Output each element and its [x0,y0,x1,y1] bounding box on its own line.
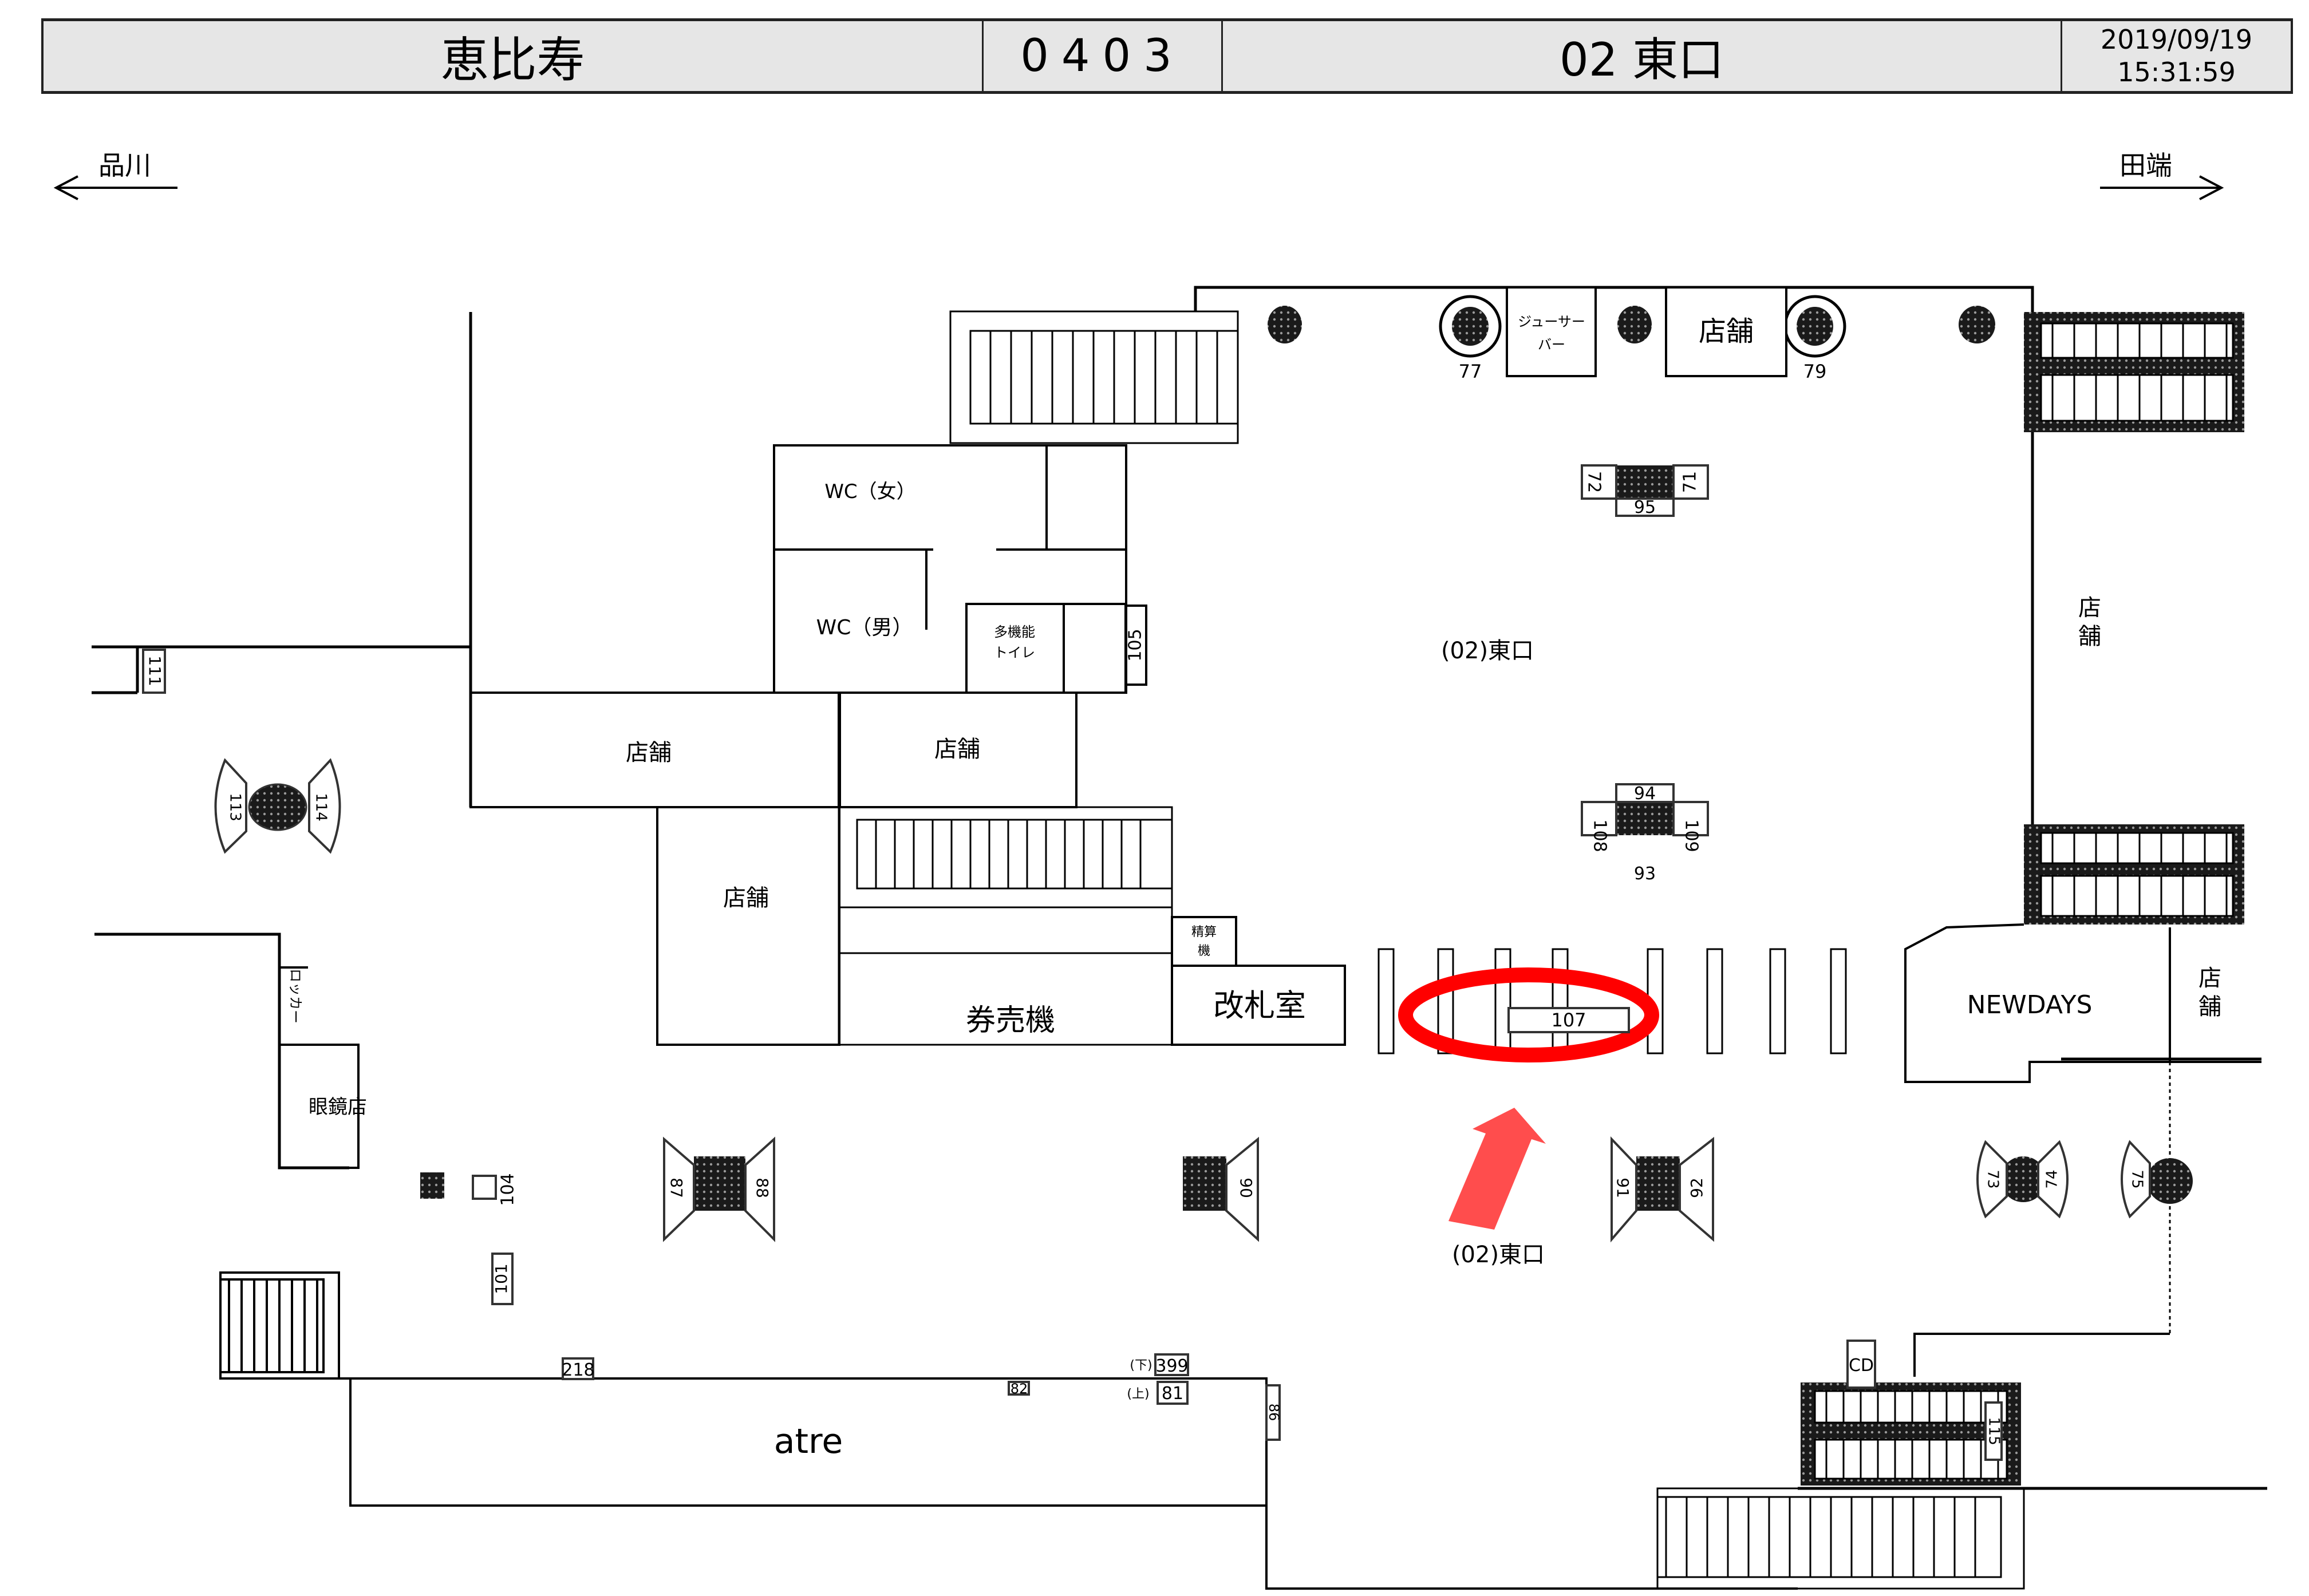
wc-female-label: WC（女） [824,480,915,503]
ad-104[interactable]: 104 [498,1173,518,1206]
direction-right-arrow-icon [2100,175,2224,200]
timestamp: 2019/09/19 15:31:59 [2062,21,2291,91]
ad-82[interactable]: 82 [1011,1381,1028,1397]
ticket-gate [1552,948,1569,1054]
date: 2019/09/19 [2100,23,2253,55]
ad-71[interactable]: 71 [1680,471,1700,493]
juice-bar-label-2: バー [1538,337,1565,353]
ad-74[interactable]: 74 [2044,1170,2061,1188]
newdays-label: NEWDAYS [1967,990,2093,1020]
pillars [248,295,2193,1204]
ad-72[interactable]: 72 [1584,471,1604,493]
atre-block [339,1377,1798,1590]
ticket-machines-label: 券売機 [966,1004,1055,1038]
ad-81[interactable]: 81 [1162,1384,1183,1404]
shop-left-3-label: 店舗 [723,885,769,911]
ad-88[interactable]: 88 [753,1178,772,1198]
ad-105[interactable]: 105 [1126,629,1146,661]
walls [92,286,2267,1490]
ad-75[interactable]: 75 [2129,1170,2146,1188]
shop-right-label-1: 店 [2078,595,2101,621]
ticket-gate [1494,948,1511,1054]
ticket-gate [1706,948,1723,1054]
shops-left [469,692,1077,1046]
lockers-label: ロッカー [287,969,303,1024]
fare-adjust-label-1: 精算 [1191,925,1217,939]
square-pillars [420,465,1680,1211]
direction-right-label: 田端 [2119,150,2172,181]
ad-111[interactable]: 111 [145,655,164,686]
ad-87[interactable]: 87 [667,1178,686,1198]
ticket-office-label: 改札室 [1213,987,1306,1024]
down-mark: (下) [1130,1358,1152,1373]
fare-adjust-label-2: 機 [1198,944,1210,958]
ad-113[interactable]: 113 [227,793,244,821]
ad-91[interactable]: 91 [1613,1178,1632,1198]
shop-far-right-label-1: 店 [2199,965,2221,991]
pointer-arrow-icon [1448,1108,1546,1230]
ad-95[interactable]: 95 [1634,497,1656,517]
exit-arrow-label: (02)東口 [1452,1242,1545,1268]
time: 15:31:59 [2117,57,2236,88]
stairs-upper [949,310,1239,444]
ticket-office-area [1171,916,1346,1046]
shop-right-label-2: 舗 [2078,623,2101,650]
multipurpose-toilet-label-1: 多機能 [994,624,1035,640]
cd-label: CD [1849,1356,1874,1376]
ticket-gate [1437,948,1454,1054]
direction-left-arrow-icon [53,175,177,200]
ad-73[interactable]: 73 [1984,1170,2002,1188]
multipurpose-toilet-label-2: トイレ [994,645,1035,661]
shop-left-1-label: 店舗 [626,740,672,766]
ad-86[interactable]: 86 [1266,1404,1282,1421]
wc-male-label: WC（男） [816,616,913,639]
ad-218[interactable]: 218 [562,1360,594,1380]
shop-left-2-label: 店舗 [934,736,980,763]
ad-90[interactable]: 90 [1237,1178,1256,1198]
ad-101[interactable]: 101 [492,1263,511,1294]
ad-frames [142,464,2151,1461]
newdays-store [1904,923,2261,1377]
ticket-gate [1377,948,1395,1054]
ad-77[interactable]: 77 [1459,361,1482,382]
kiosks [1506,286,1787,377]
stairs-bottom-right [1656,1382,2025,1590]
shop-top-label: 店舗 [1699,315,1754,347]
header-bar: 恵比寿 0403 02 東口 2019/09/19 15:31:59 [41,18,2293,94]
ad-79[interactable]: 79 [1803,361,1827,382]
up-mark: (上) [1127,1387,1149,1401]
optician-label: 眼鏡店 [309,1096,367,1119]
shop-far-right-label-2: 舗 [2199,994,2221,1020]
ad-107[interactable]: 107 [1551,1009,1586,1031]
atre-label: atre [774,1421,843,1461]
ticket-gates [1377,948,1847,1054]
ad-399[interactable]: 399 [1155,1356,1188,1376]
direction-left-label: 品川 [98,150,151,181]
ad-93[interactable]: 93 [1634,864,1656,884]
station-code: 0403 [984,21,1223,91]
ad-92[interactable]: 92 [1687,1178,1706,1198]
ad-115[interactable]: 115 [1986,1417,2003,1445]
stairs-right-lower [2024,824,2244,925]
ticket-gate [1769,948,1786,1054]
highlight-ellipse [1398,967,1659,1062]
ad-109[interactable]: 109 [1682,819,1702,852]
stairs-right-upper [2024,312,2244,432]
ticket-gate [1830,948,1847,1054]
station-name: 恵比寿 [44,21,984,91]
ad-94[interactable]: 94 [1634,784,1656,804]
left-area [219,966,360,1380]
exit-center-label: (02)東口 [1441,638,1534,664]
exit-name: 02 東口 [1223,21,2062,91]
juice-bar-label-1: ジューサー [1518,314,1585,330]
ad-108[interactable]: 108 [1590,819,1610,852]
ad-114[interactable]: 114 [313,793,330,821]
